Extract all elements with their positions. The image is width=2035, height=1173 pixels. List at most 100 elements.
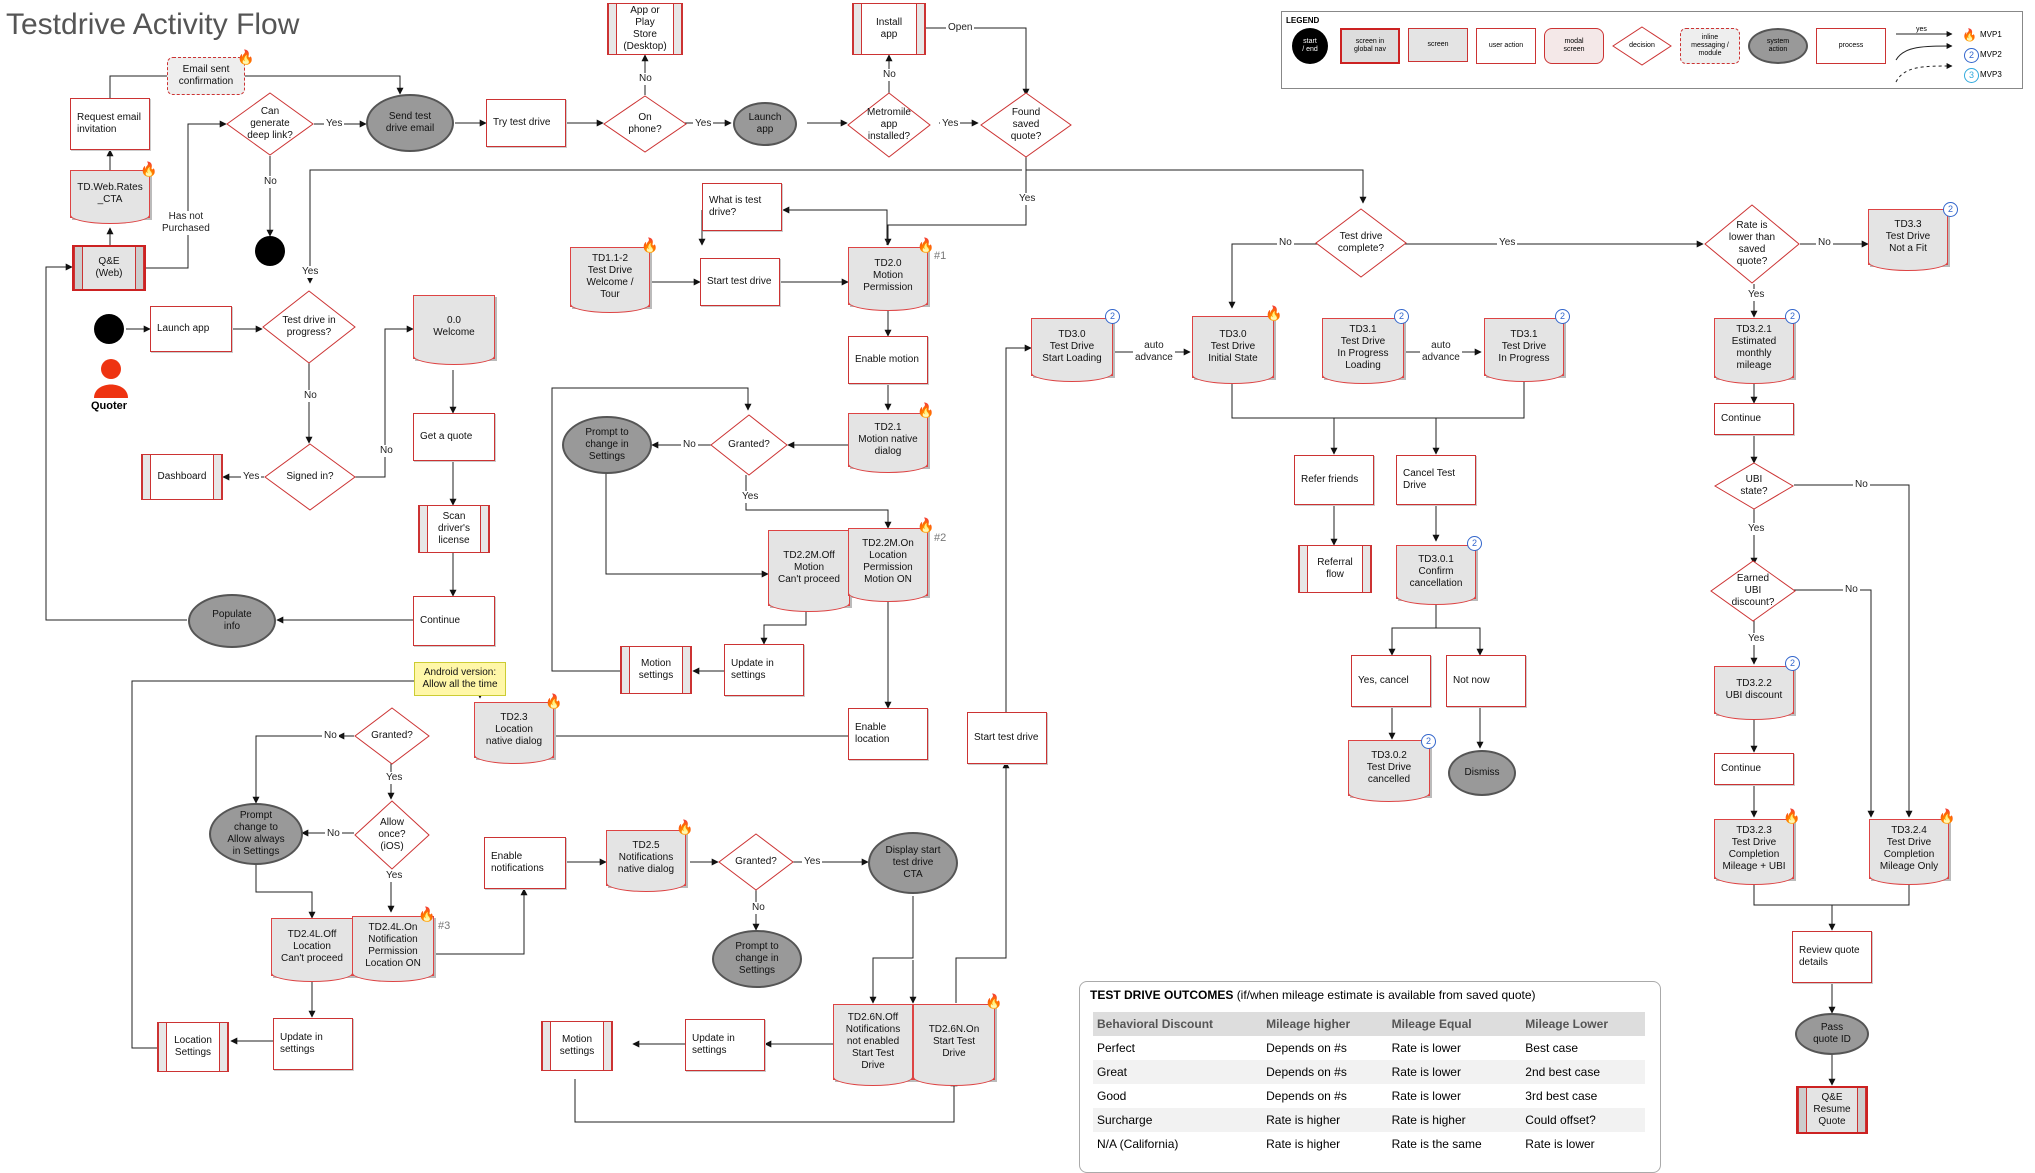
update-settings-bottom-action[interactable]: Update in settings	[685, 1019, 765, 1071]
update-settings-mid-action[interactable]: Update in settings	[724, 644, 804, 696]
on-phone-decision-shape	[603, 95, 687, 153]
rate-lower-decision: Rate is lower than saved quote?	[1704, 204, 1800, 284]
td-in-progress-decision: Test drive in progress?	[262, 290, 356, 364]
app-store-process: App or Play Store (Desktop)	[607, 3, 683, 55]
td26n-on-screen: TD2.6N.On Start Test Drive	[913, 1004, 995, 1086]
launch-app-action[interactable]: Launch app	[150, 306, 232, 352]
enable-notifications-action[interactable]: Enable notifications	[484, 837, 566, 889]
legend-screen: screen	[1408, 28, 1468, 62]
what-is-td-action[interactable]: What is test drive?	[702, 183, 782, 231]
td322-label: TD3.2.2 UBI discount	[1725, 678, 1783, 701]
td321-screen: TD3.2.1 Estimated monthly mileage	[1714, 318, 1794, 384]
try-test-drive-action[interactable]: Try test drive	[486, 99, 566, 147]
td22m-on-screen: TD2.2M.On Location Permission Motion ON	[848, 528, 928, 602]
referral-flow-process: Referral flow	[1298, 545, 1372, 593]
td302-screen: TD3.0.2 Test Drive cancelled	[1348, 740, 1430, 802]
android-note-label: Android version: Allow all the time	[422, 667, 498, 690]
legend-inline-label: inline messaging / module	[1691, 34, 1729, 57]
start-td-mid-action[interactable]: Start test drive	[967, 712, 1047, 764]
install-app-process: Install app	[852, 3, 926, 55]
start-td-small-action[interactable]: Start test drive	[700, 258, 780, 306]
cancel-td-action[interactable]: Cancel Test Drive	[1396, 455, 1476, 505]
label-no: No	[302, 390, 319, 402]
earned-ubi-label: Earned UBI discount?	[1731, 573, 1775, 608]
legend-decision: decision	[1612, 26, 1672, 66]
get-quote-action[interactable]: Get a quote	[413, 413, 495, 461]
granted-notif-decision: Granted?	[718, 833, 794, 891]
referral-flow-label: Referral flow	[1317, 557, 1353, 580]
review-quote-label: Review quote details	[1799, 945, 1860, 968]
continue-left-action[interactable]: Continue	[413, 596, 495, 646]
can-generate-decision: Can generate deep link?	[226, 92, 314, 156]
legend-system-label: system action	[1766, 38, 1790, 53]
not-now-action[interactable]: Not now	[1446, 655, 1526, 707]
signed-in-decision-diamond	[264, 443, 356, 511]
enable-location-action[interactable]: Enable location	[848, 708, 928, 760]
label-no: No	[1853, 479, 1870, 491]
td24l-off-label: TD2.4L.Off Location Can't proceed	[281, 929, 343, 964]
td31-progress-label: TD3.1 Test Drive In Progress	[1498, 329, 1550, 364]
prompt-notif-settings-label: Prompt to change in Settings	[735, 941, 779, 976]
fire-icon: 🔥	[140, 161, 158, 177]
refer-friends-action[interactable]: Refer friends	[1294, 455, 1374, 505]
request-email-label: Request email invitation	[77, 112, 141, 135]
launch-app-top-system: Launch app	[733, 102, 797, 146]
review-quote-action[interactable]: Review quote details	[1792, 931, 1872, 983]
fire-icon: 🔥	[1783, 808, 1801, 824]
continue-r2-label: Continue	[1721, 763, 1762, 774]
td-web-rates-screen: TD.Web.Rates _CTA	[70, 170, 150, 224]
td302-label: TD3.0.2 Test Drive cancelled	[1366, 750, 1412, 785]
label-no: No	[378, 445, 395, 457]
prompt-motion-settings-label: Prompt to change in Settings	[585, 427, 629, 462]
outcomes-subtitle: (if/when mileage estimate is available f…	[1236, 988, 1536, 1002]
table-cell: Rate is higher	[1266, 1137, 1341, 1151]
continue-r1-action[interactable]: Continue	[1714, 403, 1794, 435]
outcomes-header-cell: Behavioral Discount	[1093, 1012, 1263, 1036]
enable-motion-action[interactable]: Enable motion	[848, 336, 928, 384]
found-saved-label: Found saved quote?	[1010, 107, 1042, 142]
label-yes: Yes	[940, 118, 961, 130]
signed-in-decision-shape	[264, 443, 356, 511]
app-store-label: App or Play Store (Desktop)	[623, 5, 667, 52]
earned-ubi-decision: Earned UBI discount?	[1710, 560, 1796, 622]
rate-lower-label: Rate is lower than saved quote?	[1728, 220, 1776, 267]
ubi-state-label: UBI state?	[1740, 474, 1768, 497]
request-email-action[interactable]: Request email invitation	[70, 98, 150, 150]
td26n-off-label: TD2.6N.Off Notifications not enabled Sta…	[845, 1012, 901, 1071]
connector	[145, 120, 227, 269]
table-cell: Rate is lower	[1391, 1089, 1461, 1103]
fire-icon: 🔥	[676, 819, 694, 835]
connector	[1794, 589, 1875, 818]
connector	[760, 610, 807, 645]
granted-motion-decision: Granted?	[710, 414, 788, 476]
dismiss-label: Dismiss	[1464, 767, 1500, 778]
label-no: No	[750, 902, 767, 914]
fire-icon: 🔥	[917, 402, 935, 418]
td33-label: TD3.3 Test Drive Not a Fit	[1885, 219, 1931, 254]
granted-loc-decision: Granted?	[354, 707, 430, 765]
td-complete-decision-diamond	[1315, 208, 1407, 278]
found-saved-decision-diamond	[980, 92, 1072, 158]
prompt-allow-always-label: Prompt change to Allow always in Setting…	[227, 810, 285, 857]
refer-friends-label: Refer friends	[1301, 474, 1359, 485]
start-td-mid-label: Start test drive	[974, 732, 1039, 743]
label-no: No	[262, 176, 279, 188]
table-cell: Rate is higher	[1387, 1108, 1522, 1132]
update-settings-loc-action[interactable]: Update in settings	[273, 1018, 353, 1070]
qe-resume-label: Q&E Resume Quote	[1813, 1092, 1851, 1127]
yes-cancel-action[interactable]: Yes, cancel	[1351, 655, 1431, 707]
outcomes-title: TEST DRIVE OUTCOMES	[1090, 988, 1234, 1002]
label-yes: Yes	[802, 856, 823, 868]
table-cell: Best case	[1525, 1041, 1578, 1055]
td-in-progress-decision-diamond	[262, 290, 356, 364]
can-generate-label: Can generate deep link?	[247, 106, 293, 141]
email-sent-label: Email sent confirmation	[178, 64, 234, 87]
td31-loading-label: TD3.1 Test Drive In Progress Loading	[1337, 324, 1389, 371]
continue-r2-action[interactable]: Continue	[1714, 753, 1794, 785]
fire-icon: 🔥	[1962, 28, 1977, 42]
mvp2-badge-icon: 2	[1394, 309, 1409, 324]
